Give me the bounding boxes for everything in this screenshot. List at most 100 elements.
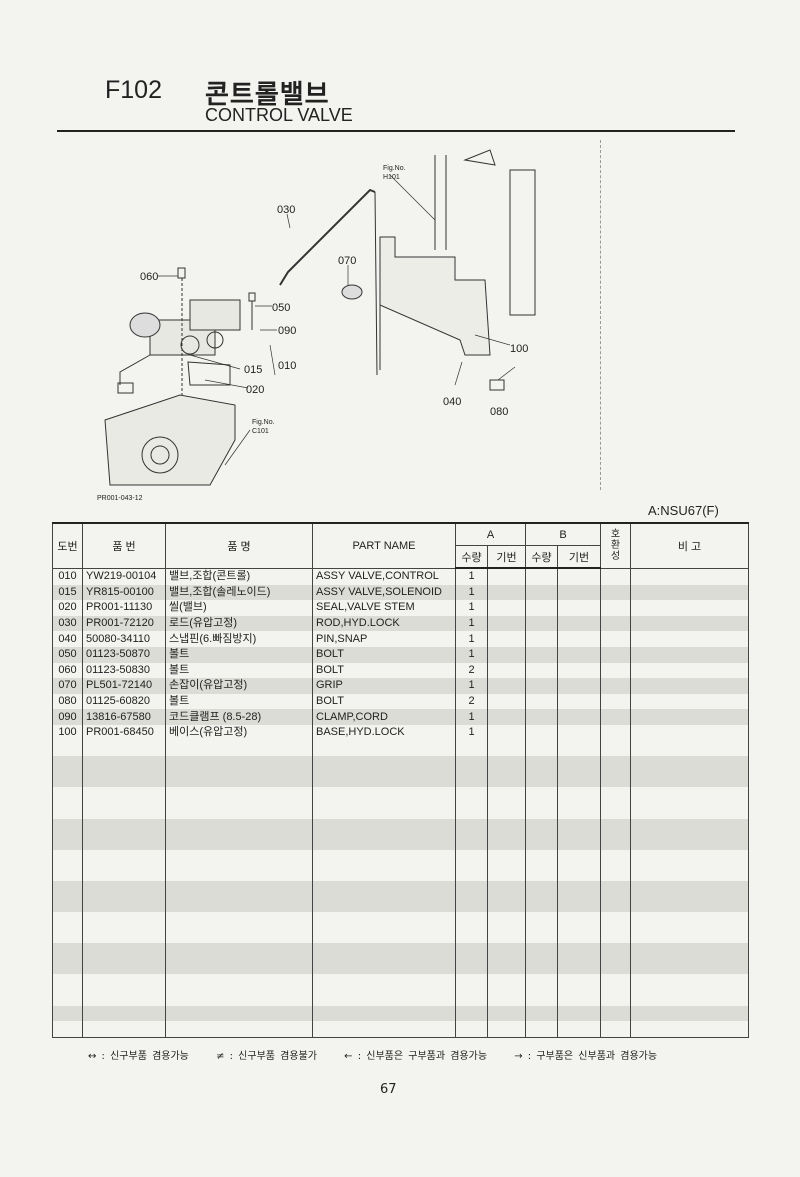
cell-name-ko — [165, 802, 313, 819]
cell-qty-a — [455, 771, 488, 788]
header-a-qty: 수량 — [455, 545, 488, 569]
cell-part-name: BASE,HYD.LOCK — [312, 724, 456, 741]
cell-part-name — [312, 834, 456, 850]
base-plate-shape — [379, 236, 491, 356]
cell-qty-a: 1 — [455, 709, 488, 725]
cell-part-name — [312, 927, 456, 944]
cell-part-name: PIN,SNAP — [312, 631, 456, 647]
cell-name-ko — [165, 958, 313, 975]
dashed-divider — [600, 140, 601, 490]
cell-empty — [525, 849, 558, 866]
empty-table-row — [52, 880, 749, 897]
cell-name-ko: 밸브,조합(솔레노이드) — [165, 584, 313, 601]
cell-no: 015 — [52, 584, 83, 601]
cell-name-ko — [165, 927, 313, 944]
cell-empty — [525, 787, 558, 803]
cell-qty-a: 1 — [455, 584, 488, 601]
cell-empty — [600, 943, 631, 959]
cell-qty-a: 1 — [455, 724, 488, 741]
cell-empty — [487, 724, 526, 741]
cell-empty — [630, 849, 749, 866]
cell-part-name — [312, 756, 456, 772]
cell-name-ko: 베이스(유압고정) — [165, 724, 313, 741]
cell-empty — [557, 662, 601, 679]
cell-empty — [557, 615, 601, 632]
cell-name-ko — [165, 771, 313, 788]
cell-no — [52, 912, 83, 928]
cell-name-ko — [165, 1021, 313, 1038]
cell-empty — [630, 1021, 749, 1038]
cell-empty — [487, 927, 526, 944]
cell-part-no: PR001-72120 — [82, 615, 166, 632]
cell-qty-a: 1 — [455, 600, 488, 616]
title-korean: 콘트롤밸브 — [205, 80, 330, 110]
cell-part-name — [312, 896, 456, 913]
cell-part-name — [312, 880, 456, 897]
cell-empty — [487, 568, 526, 585]
cell-empty — [557, 693, 601, 710]
cell-name-ko: 스냅핀(6.빠짐방지) — [165, 631, 313, 647]
empty-table-row — [52, 974, 749, 991]
cell-part-name — [312, 974, 456, 991]
cell-empty — [557, 787, 601, 803]
cell-qty-a: 1 — [455, 631, 488, 647]
empty-table-row — [52, 756, 749, 772]
cell-part-no — [82, 802, 166, 819]
cell-empty — [557, 1021, 601, 1038]
callout-080: 080 — [490, 406, 508, 418]
empty-table-row — [52, 943, 749, 959]
cell-qty-a — [455, 1021, 488, 1038]
cell-part-name: CLAMP,CORD — [312, 709, 456, 725]
cell-no — [52, 880, 83, 897]
cell-empty — [487, 974, 526, 991]
header-b: B — [525, 522, 601, 546]
cell-empty — [600, 709, 631, 725]
cell-qty-a: 2 — [455, 693, 488, 710]
cell-part-name — [312, 943, 456, 959]
cell-empty — [487, 958, 526, 975]
cell-empty — [557, 678, 601, 694]
cell-part-name: ASSY VALVE,CONTROL — [312, 568, 456, 585]
header-name-ko: 품 명 — [165, 522, 313, 569]
cell-qty-a — [455, 1005, 488, 1022]
cell-no: 080 — [52, 693, 83, 710]
cell-empty — [557, 646, 601, 663]
cell-empty — [487, 584, 526, 601]
cell-empty — [630, 646, 749, 663]
cell-empty — [630, 802, 749, 819]
cell-empty — [557, 709, 601, 725]
cell-empty — [525, 646, 558, 663]
cell-empty — [487, 693, 526, 710]
cell-name-ko — [165, 834, 313, 850]
cell-empty — [630, 834, 749, 850]
cell-empty — [630, 600, 749, 616]
cell-empty — [630, 974, 749, 991]
cell-empty — [557, 1005, 601, 1022]
cell-part-no — [82, 880, 166, 897]
cell-empty — [487, 990, 526, 1006]
cell-empty — [630, 896, 749, 913]
cell-empty — [630, 662, 749, 679]
cell-empty — [487, 818, 526, 835]
cell-empty — [557, 974, 601, 991]
cell-no: 060 — [52, 662, 83, 679]
empty-table-row — [52, 912, 749, 928]
cell-empty — [557, 990, 601, 1006]
cell-part-no: PR001-11130 — [82, 600, 166, 616]
cell-part-no: 50080-34110 — [82, 631, 166, 647]
cell-empty — [487, 787, 526, 803]
cell-qty-a — [455, 865, 488, 881]
cell-no — [52, 834, 83, 850]
header-remarks: 비 고 — [630, 522, 749, 569]
cell-empty — [600, 584, 631, 601]
cell-part-name — [312, 1021, 456, 1038]
figure-code: F102 — [105, 76, 162, 104]
legend-item: → : 구부품은 신부품과 겸용가능 — [514, 1051, 658, 1062]
cell-empty — [630, 990, 749, 1006]
cell-name-ko: 코드클램프 (8.5-28) — [165, 709, 313, 725]
cell-empty — [487, 849, 526, 866]
title-english: CONTROL VALVE — [205, 105, 353, 125]
cell-part-name: SEAL,VALVE STEM — [312, 600, 456, 616]
